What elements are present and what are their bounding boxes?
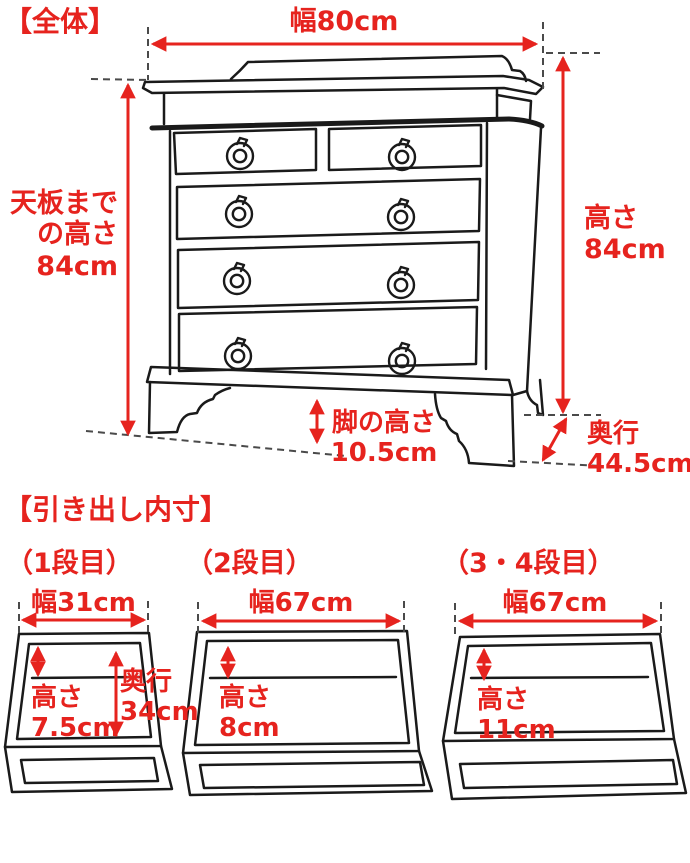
ring-pulls <box>222 136 417 376</box>
tier1-label: （1段目） <box>6 548 133 579</box>
dresser-drawing <box>141 54 545 468</box>
tier2-height-label: 高さ 8cm <box>219 683 280 744</box>
leg-height-label: 脚の高さ 10.5cm <box>330 408 438 469</box>
drawer-inner-section-title: 【引き出し内寸】 <box>4 493 229 526</box>
drawer-row3 <box>176 240 481 310</box>
dimension-arrows <box>20 36 659 738</box>
tier3-width-label: 幅67cm <box>502 588 608 618</box>
rear-right-foot <box>511 378 545 417</box>
overall-width-label: 幅80cm <box>289 6 399 37</box>
tier2-label: （2段目） <box>186 548 313 579</box>
dashed-guide-lines <box>18 22 662 637</box>
drawer-top-right <box>327 123 483 172</box>
tier3-height-label: 高さ 11cm <box>477 685 556 746</box>
tier3-label: （3・4段目） <box>442 548 615 579</box>
drawer-box-1 <box>3 631 174 794</box>
tier1-depth-label: 奥行 34cm <box>120 667 199 728</box>
drawer-top-left <box>172 127 318 176</box>
drawer-box-3 <box>441 632 688 801</box>
waist-molding <box>149 116 545 131</box>
overall-height-label: 高さ 84cm <box>584 203 666 266</box>
right-bracket-foot <box>433 392 516 468</box>
top-board-height-label: 天板まで の高さ 84cm <box>10 188 118 282</box>
tier1-height-label: 高さ 7.5cm <box>31 683 120 744</box>
tier2-width-label: 幅67cm <box>248 588 354 618</box>
top-board <box>141 74 545 96</box>
tier1-width-label: 幅31cm <box>31 588 136 618</box>
drawer-row4 <box>177 305 479 373</box>
left-bracket-foot <box>147 380 232 435</box>
overall-section-title: 【全体】 <box>4 5 117 38</box>
drawer-box-2 <box>181 629 434 797</box>
side-panel-edge <box>525 126 543 393</box>
depth-label: 奥行 44.5cm <box>587 419 690 480</box>
gallery-rail <box>229 54 528 83</box>
drawer-row2 <box>175 177 482 241</box>
depth-arrow <box>541 417 568 462</box>
